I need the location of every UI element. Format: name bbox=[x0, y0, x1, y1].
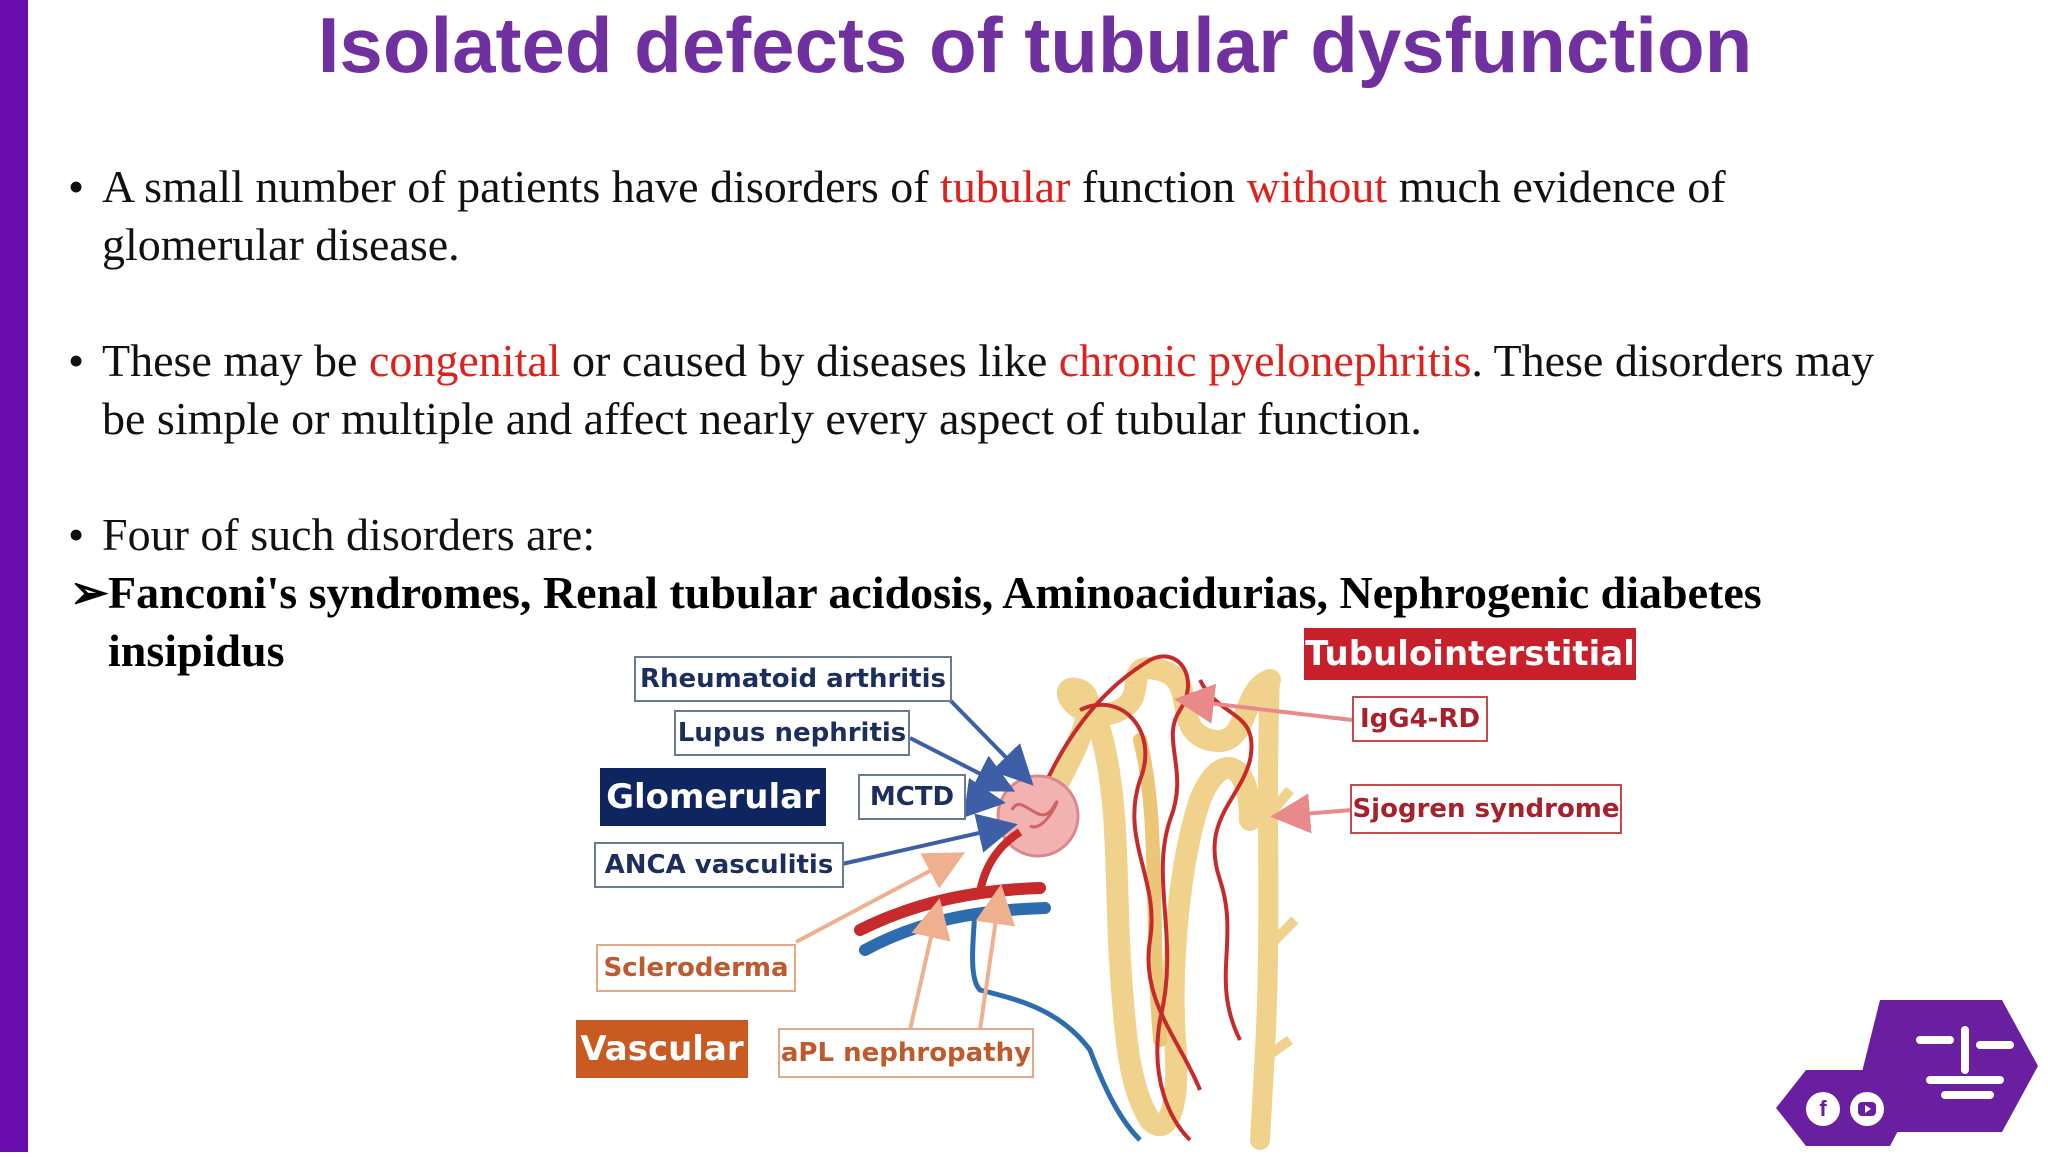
kidney-disease-diagram: Rheumatoid arthritis Lupus nephritis Glo… bbox=[560, 620, 1660, 1152]
label-rheumatoid-arthritis: Rheumatoid arthritis bbox=[634, 656, 952, 702]
bullet-marker: • bbox=[68, 335, 85, 386]
bullet-marker: • bbox=[68, 509, 85, 560]
label-anca-vasculitis: ANCA vasculitis bbox=[594, 842, 844, 888]
bullet-2: • These may be congenital or caused by d… bbox=[68, 332, 1908, 448]
bullet-text: Four of such disorders are: bbox=[102, 509, 596, 560]
bullet-3: • Four of such disorders are: bbox=[68, 506, 1908, 564]
bullet-marker: • bbox=[68, 161, 85, 212]
label-lupus-nephritis: Lupus nephritis bbox=[674, 710, 910, 756]
arrow-bullet-icon: ➢ bbox=[70, 567, 109, 618]
category-vascular: Vascular bbox=[576, 1020, 748, 1078]
category-tubulointerstitial: Tubulointerstitial bbox=[1304, 628, 1636, 680]
label-mctd: MCTD bbox=[858, 774, 966, 820]
nephron-illustration bbox=[795, 654, 1353, 1150]
bullet-text: These may be congenital or caused by dis… bbox=[102, 335, 1875, 444]
bullet-text: A small number of patients have disorder… bbox=[102, 161, 1726, 270]
category-glomerular: Glomerular bbox=[600, 768, 826, 826]
label-sjogren-syndrome: Sjogren syndrome bbox=[1350, 784, 1622, 834]
slide-title: Isolated defects of tubular dysfunction bbox=[317, 1, 1753, 89]
youtube-icon[interactable] bbox=[1850, 1092, 1884, 1126]
label-igg4-rd: IgG4-RD bbox=[1352, 696, 1488, 742]
channel-logo[interactable]: f bbox=[1770, 1000, 2042, 1152]
accent-bar bbox=[0, 0, 28, 1152]
disorders-text: Fanconi's syndromes, Renal tubular acido… bbox=[108, 567, 1762, 676]
bullet-1: • A small number of patients have disord… bbox=[68, 158, 1908, 274]
label-scleroderma: Scleroderma bbox=[596, 944, 796, 992]
disorders-list: ➢ Fanconi's syndromes, Renal tubular aci… bbox=[70, 564, 1940, 680]
facebook-icon[interactable]: f bbox=[1806, 1092, 1840, 1126]
label-apl-nephropathy: aPL nephropathy bbox=[778, 1028, 1034, 1078]
